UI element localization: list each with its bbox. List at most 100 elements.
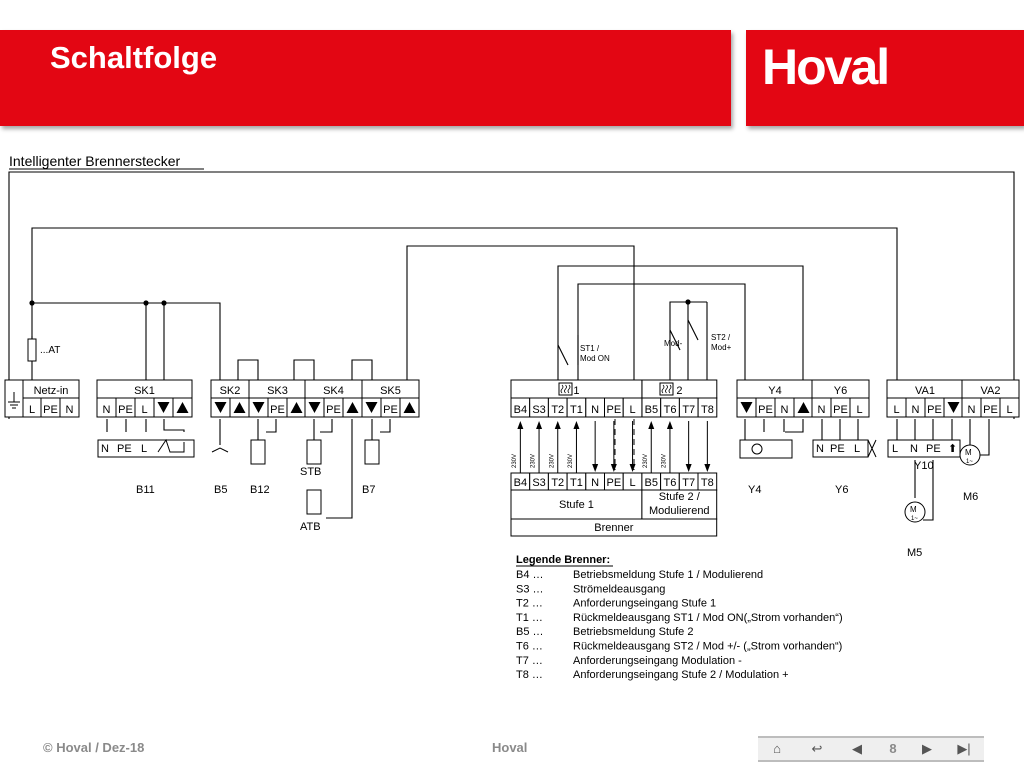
m6-symbol: M: [965, 448, 972, 457]
arrow-up-icon: [536, 421, 543, 429]
page-number: 8: [889, 741, 897, 756]
m6-motor: [959, 444, 981, 466]
b11-pin-pe: PE: [117, 443, 132, 455]
group-y4-name: Y4: [768, 385, 781, 397]
arrow-down-icon: [214, 402, 227, 413]
group-sk1-pin-label: L: [141, 404, 147, 416]
y10-pin-pe: PE: [926, 443, 941, 455]
group-va2-name: VA2: [981, 385, 1001, 397]
b5-label: B5: [214, 484, 227, 496]
group-2-pin-label: T7: [682, 404, 695, 416]
arrow-up-icon: [517, 421, 524, 429]
group-1-pin-label: L: [629, 404, 635, 416]
y10-pin-l: L: [892, 443, 898, 455]
burner-pin-label: S3: [532, 477, 545, 489]
arrow-down-icon: [308, 402, 321, 413]
last-slide-button[interactable]: ▶|: [957, 741, 971, 756]
stb-label: STB: [300, 466, 321, 478]
y10-pin-n: N: [910, 443, 918, 455]
group-sk4-name: SK4: [323, 385, 344, 397]
legend-code: S3 …: [516, 583, 544, 595]
group-va2-pin-label: L: [1006, 404, 1012, 416]
wire-junctions: [29, 299, 691, 306]
netz-in-pin-label: PE: [43, 404, 58, 416]
next-slide-button[interactable]: ▶: [922, 741, 932, 756]
atb-label: ATB: [300, 521, 321, 533]
y6-terminal: [812, 439, 869, 458]
stage-2-label: Stufe 2 /: [659, 491, 701, 503]
group-y6-name: Y6: [834, 385, 847, 397]
b11-label: B11: [136, 484, 155, 496]
b12-label: B12: [250, 484, 270, 496]
group-sk5-name: SK5: [380, 385, 401, 397]
arrow-up-icon: [554, 421, 561, 429]
home-icon[interactable]: ⌂: [773, 741, 781, 756]
wires: [8, 171, 1015, 521]
junction-dot: [161, 300, 167, 306]
legend-code: T6 …: [516, 641, 543, 653]
arrow-up-icon: [666, 421, 673, 429]
group-sk3-pin-label: PE: [270, 404, 285, 416]
y6-pin-pe: PE: [830, 443, 845, 455]
group-sk1-pin-label: N: [103, 404, 111, 416]
legend-description: Rückmeldeausgang ST1 / Mod ON(„Strom vor…: [573, 612, 843, 624]
voltage-label: 230V: [549, 454, 555, 468]
arrow-down-icon: [704, 464, 711, 472]
burner-pin-label: L: [629, 477, 635, 489]
y6-label: Y6: [835, 484, 848, 496]
legend-description: Betriebsmeldung Stufe 2: [573, 626, 693, 638]
switch-labels: ST1 / Mod ON Mod- ST2 / Mod+: [580, 333, 732, 363]
arrow-down-icon: [685, 464, 692, 472]
arrow-up-icon: [290, 402, 303, 413]
arrow-up-icon: [176, 402, 189, 413]
title-banner: [0, 30, 731, 126]
y4-device: [739, 439, 793, 459]
b11-pin-l: L: [141, 443, 147, 455]
arrow-up-icon: [648, 421, 655, 429]
legend-description: Strömeldeausgang: [573, 583, 665, 595]
group-sk4-pin-label: PE: [326, 404, 341, 416]
burner-pin-label: B5: [645, 477, 658, 489]
arrow-down-icon: [252, 402, 265, 413]
b11-terminal: [97, 439, 195, 458]
burner-pin-label: N: [591, 477, 599, 489]
arrow-down-icon: [629, 464, 636, 472]
legend-description: Rückmeldeausgang ST2 / Mod +/- („Strom v…: [573, 641, 842, 653]
legend-description: Anforderungseingang Stufe 2 / Modulation…: [573, 669, 789, 681]
group-y6-pin-cell: [849, 397, 870, 418]
field-devices: N PE L N PE L L N PE ⬆ M 1~ M 1~ B11 B5 …: [97, 438, 981, 559]
group-sk5-pin-label: PE: [383, 404, 398, 416]
legend-description: Anforderungseingang Stufe 1: [573, 598, 716, 610]
y6-pin-n: N: [816, 443, 824, 455]
stage-1-label: Stufe 1: [559, 499, 594, 511]
arrow-up-icon: [233, 402, 246, 413]
group-va1-pin-label: N: [912, 404, 920, 416]
previous-slide-button[interactable]: ◀: [852, 741, 862, 756]
arrow-down-icon: [610, 464, 617, 472]
st1-mod-label: Mod ON: [580, 354, 610, 363]
group-y6-pin-label: L: [856, 404, 862, 416]
group-sk2-block: SK2: [210, 379, 250, 418]
voltage-label: 230V: [643, 454, 649, 468]
m6-sub: 1~: [966, 459, 973, 465]
fuse-symbol: ...AT: [27, 338, 60, 362]
switch-contacts: [557, 302, 708, 380]
group-y6-pin-label: N: [818, 404, 826, 416]
group-va2-pin-label: PE: [983, 404, 998, 416]
burner-pin-label: T7: [682, 477, 695, 489]
y6-pin-l: L: [854, 443, 860, 455]
burner-label: Brenner: [594, 522, 633, 534]
netz-in-name: Netz-in: [34, 385, 69, 397]
dashed-wires: [614, 419, 990, 470]
group-va1-pin-label: L: [893, 404, 899, 416]
arrow-up-icon: [573, 421, 580, 429]
return-icon[interactable]: ↩: [811, 741, 823, 756]
